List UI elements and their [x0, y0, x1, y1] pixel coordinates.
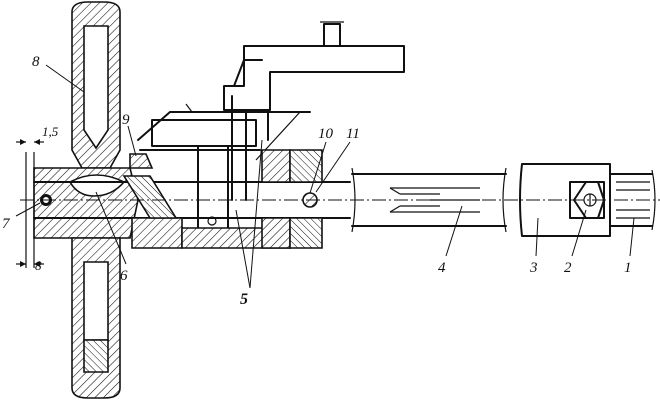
dimensions: [16, 139, 44, 268]
callout-7: 7: [2, 216, 11, 232]
callout-2: 2: [564, 260, 572, 276]
callout-11: 11: [346, 126, 360, 142]
dimension-gap-bottom: 8: [35, 258, 42, 273]
leaders: [15, 64, 635, 289]
callout-4: 4: [438, 260, 446, 276]
callout-8: 8: [32, 54, 40, 70]
bracket-housing: [137, 21, 405, 237]
handwheel: [33, 1, 139, 399]
callout-10: 10: [318, 126, 334, 142]
callout-3: 3: [529, 260, 538, 276]
callout-9: 9: [122, 112, 130, 128]
bearing-body: [122, 149, 323, 249]
dimension-gap-top: 1,5: [42, 124, 59, 139]
callout-5: 5: [240, 291, 248, 308]
callout-6: 6: [120, 268, 128, 284]
shaft-end-1: [609, 169, 656, 231]
callout-1: 1: [624, 260, 632, 276]
